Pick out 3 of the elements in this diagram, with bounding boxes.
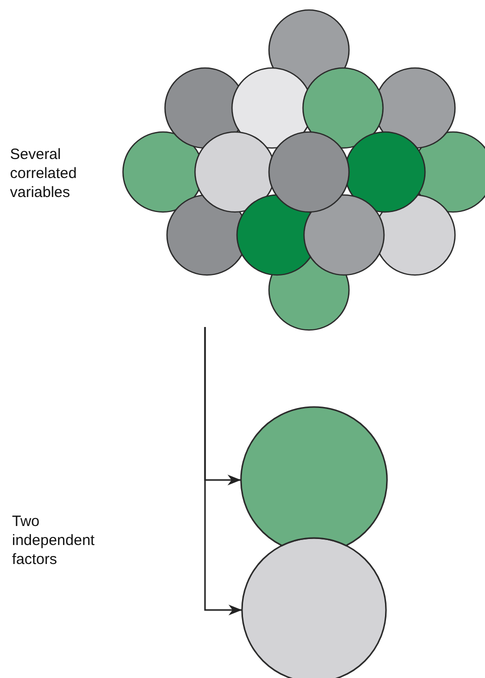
side-label: Two independent factors <box>12 512 96 569</box>
side-label: Several correlated variables <box>10 145 78 202</box>
arrow <box>204 327 242 616</box>
